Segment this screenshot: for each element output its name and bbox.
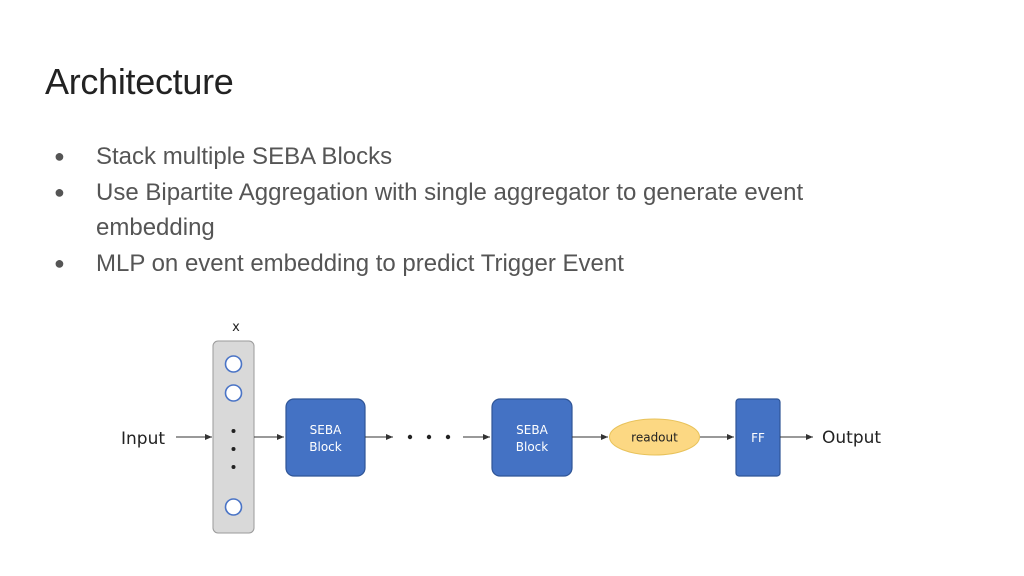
horizontal-ellipsis-dot — [407, 434, 413, 440]
seba-block-2-subtitle: Block — [516, 440, 549, 454]
ff-label: FF — [751, 431, 765, 445]
bullet-list: ● Stack multiple SEBA Blocks ● Use Bipar… — [54, 139, 914, 281]
bullet-text: Stack multiple SEBA Blocks — [96, 143, 393, 170]
seba-block-2-title: SEBA — [516, 423, 548, 437]
bullet-item: ● MLP on event embedding to predict Trig… — [54, 246, 914, 282]
bullet-item: ● Use Bipartite Aggregation with single … — [54, 175, 914, 246]
bullet-dot-icon: ● — [54, 252, 65, 273]
slide-title: Architecture — [45, 61, 234, 102]
bullet-text: MLP on event embedding to predict Trigge… — [96, 249, 624, 277]
bullet-dot-icon: ● — [54, 146, 65, 166]
seba-block-2 — [491, 398, 573, 477]
readout-label: readout — [631, 431, 678, 445]
bullet-dot-icon: ● — [54, 181, 65, 202]
bullet-text: Use Bipartite Aggregation with single ag… — [96, 178, 804, 242]
readout-node — [609, 418, 700, 456]
input-node — [224, 498, 243, 516]
vertical-ellipsis-dot — [231, 465, 236, 469]
output-label: Output — [822, 428, 881, 448]
seba-block-1 — [285, 398, 366, 477]
input-label: Input — [121, 429, 165, 449]
vertical-ellipsis-dot — [231, 429, 236, 433]
horizontal-ellipsis-dot — [426, 434, 432, 440]
horizontal-ellipsis-dot — [445, 434, 451, 440]
x-label: x — [232, 320, 240, 335]
seba-block-1-subtitle: Block — [309, 440, 342, 454]
vertical-ellipsis-dot — [231, 447, 236, 451]
seba-block-1-title: SEBA — [310, 423, 342, 437]
bullet-item: ● Stack multiple SEBA Blocks — [54, 139, 914, 175]
input-node — [224, 384, 243, 402]
input-node — [224, 355, 243, 373]
